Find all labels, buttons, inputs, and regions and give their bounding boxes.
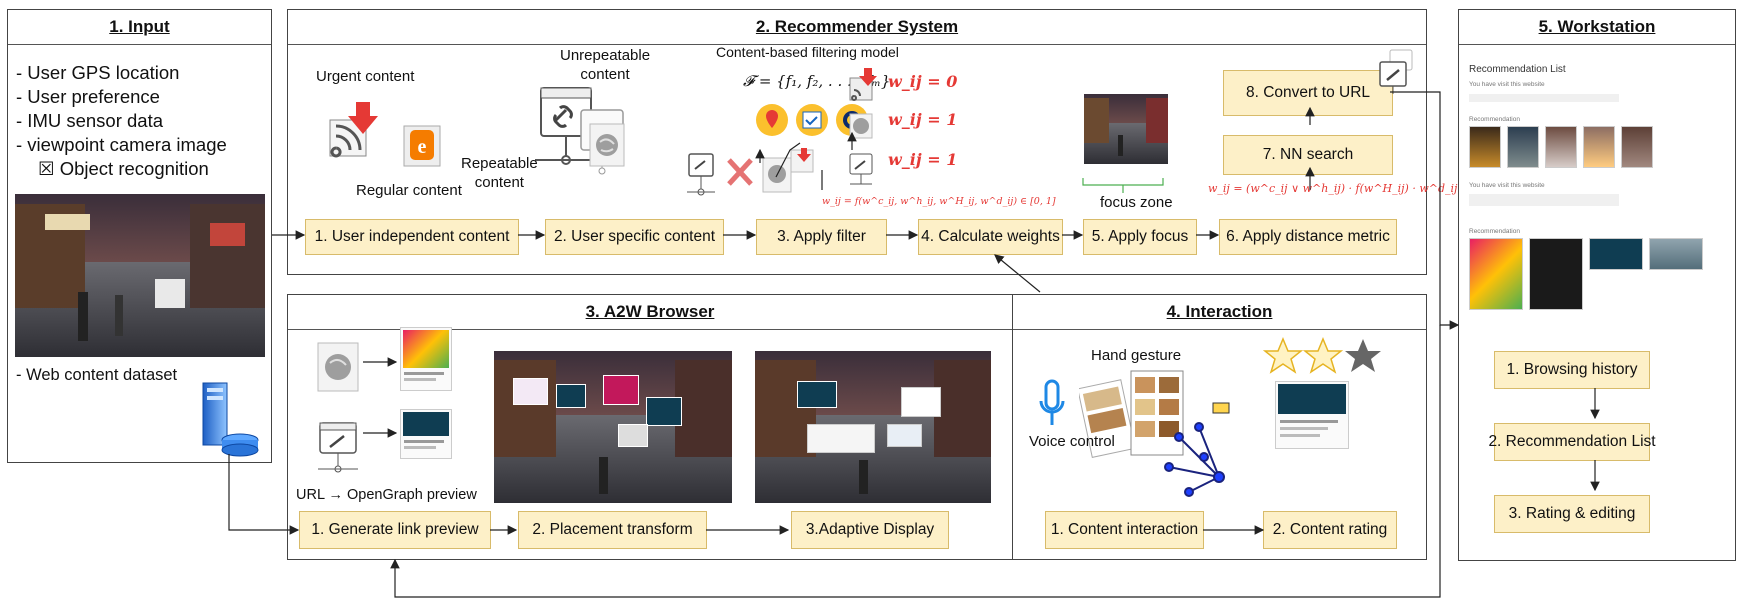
interaction-step-content-rating[interactable]: 2. Content rating [1263,511,1397,549]
browser-step-placement-transform[interactable]: 2. Placement transform [518,511,707,549]
a2w-browser-panel: 3. A2W Browser URL → OpenGraph preview [287,294,1013,560]
rec-thumb-row-2 [1469,238,1719,318]
rs-step-apply-filter[interactable]: 3. Apply filter [756,219,887,255]
workstation-step-rating-editing[interactable]: 3. Rating & editing [1494,495,1650,533]
regular-content-label: Regular content [356,182,462,199]
filter-candidate-icons [687,148,814,196]
voice-control-label: Voice control [1029,433,1115,450]
rating-stars [1263,337,1381,374]
reject-x-icon [727,158,753,186]
focus-zone-image [1084,94,1168,164]
web-content-dataset-label: - Web content dataset [16,366,178,384]
cbf-model-label: Content-based filtering model [716,44,899,60]
placement-transform-image [494,351,732,503]
workstation-title: 5. Workstation [1459,10,1735,45]
input-item-object-recognition: ☒ Object recognition [38,158,209,179]
input-title: 1. Input [8,10,271,45]
star-outline-icon [1302,337,1344,374]
workstation-step-recommendation-list[interactable]: 2. Recommendation List [1488,423,1656,461]
browser-step-adaptive-display[interactable]: 3.Adaptive Display [791,511,949,549]
rs-step-calculate-weights[interactable]: 4. Calculate weights [918,219,1063,255]
distance-formula: w_ij = (w^c_ij ∨ w^h_ij) · f(w^H_ij) · w… [1208,182,1458,195]
interaction-panel: 4. Interaction Hand gesture Voice contro… [1012,294,1427,560]
input-item-imu: - IMU sensor data [16,110,164,131]
input-panel: 1. Input - User GPS location - User pref… [7,9,272,463]
hand-gesture-label: Hand gesture [1091,347,1182,364]
urgent-rss-icon [329,102,378,158]
recommender-title: 2. Recommender System [288,10,1426,45]
browser-title: 3. A2W Browser [288,295,1012,330]
street-camera-image [15,194,265,357]
input-item-camera: - viewpoint camera image [16,134,227,155]
interaction-title: 4. Interaction [1013,295,1426,330]
browser-step-generate-link-preview[interactable]: 1. Generate link preview [299,511,491,549]
recommender-system-panel: 2. Recommender System Urgent content e R… [287,9,1457,275]
star-filled-icon [1345,339,1381,372]
rs-step-user-independent-content[interactable]: 1. User independent content [305,219,519,255]
svg-text:e: e [418,136,427,158]
rec-list-heading: Recommendation List [1469,64,1566,75]
database-server-icon [202,382,259,457]
rec-text-1: Recommendation [1469,116,1520,123]
visit-text-1: You have visit this website [1469,81,1545,88]
input-item-preference: - User preference [16,86,160,107]
rs-step-nn-search[interactable]: 7. NN search [1223,135,1393,175]
weight-formula: w_ij = f(w^c_ij, w^h_ij, w^H_ij, w^d_ij)… [822,196,1056,207]
rs-step-convert-to-url[interactable]: 8. Convert to URL [1223,70,1393,116]
workstation-panel: 5. Workstation Recommendation List You h… [1458,9,1736,561]
browser-link-icon [318,422,358,473]
rs-step-apply-distance-metric[interactable]: 6. Apply distance metric [1219,219,1397,255]
preview-card-globe [400,327,452,391]
adaptive-display-image [755,351,991,503]
urgent-content-label: Urgent content [316,68,415,85]
url-link-icon [1379,49,1413,94]
star-outline-icon [1263,337,1304,374]
rec-thumb-row-1 [1469,126,1699,168]
rated-content-card [1275,381,1349,449]
workstation-step-browsing-history[interactable]: 1. Browsing history [1494,351,1650,389]
focus-zone-label: focus zone [1100,194,1173,211]
weight-icons [849,68,877,185]
weight-repeatable: w_ij = 1 [888,150,958,169]
url-opengraph-label: URL → OpenGraph preview [296,487,477,503]
rec-text-2: Recommendation [1469,228,1520,235]
regular-blogger-icon: e [403,125,441,167]
rs-step-apply-focus[interactable]: 5. Apply focus [1083,219,1197,255]
unrepeatable-globe-icon [589,123,625,167]
rs-step-user-specific-content[interactable]: 2. User specific content [545,219,724,255]
browser-globe-icon [317,342,359,392]
visit-text-2: You have visit this website [1469,182,1545,189]
preview-card-link [400,409,452,459]
weight-unrepeatable: w_ij = 1 [888,110,958,129]
weight-urgent: w_ij = 0 [888,72,958,91]
unrepeatable-link-icon [535,87,624,175]
interaction-step-content-interaction[interactable]: 1. Content interaction [1045,511,1204,549]
microphone-icon [1039,379,1065,425]
input-item-gps: - User GPS location [16,62,180,83]
